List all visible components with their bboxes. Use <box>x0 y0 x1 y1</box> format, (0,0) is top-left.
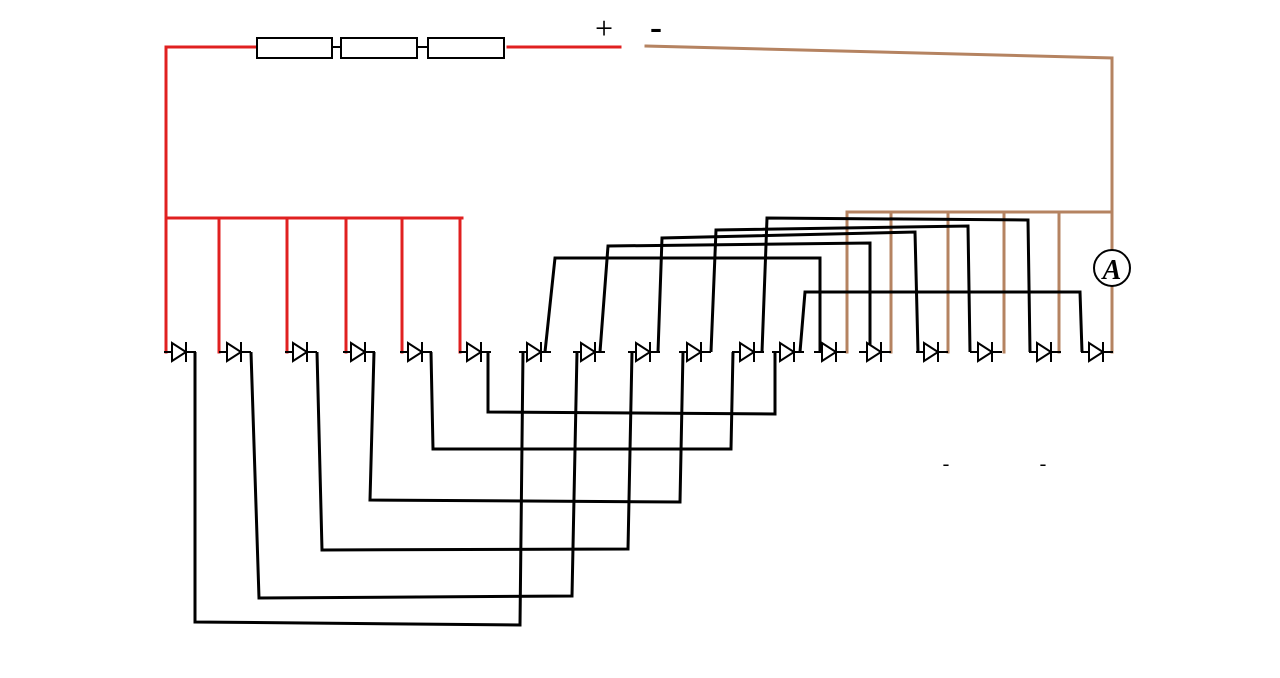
diode-icon <box>400 341 432 363</box>
upper-link-wiring <box>543 216 1084 353</box>
diode-icon <box>916 341 948 363</box>
diode-icon <box>573 341 605 363</box>
diode-icon <box>679 341 711 363</box>
diode-icon <box>219 341 251 363</box>
diode-icon <box>519 341 551 363</box>
ammeter-icon <box>1093 249 1131 287</box>
resistor-icon <box>340 37 418 59</box>
ammeter: A <box>1093 249 1131 287</box>
diode-icon <box>732 341 764 363</box>
diode-icon <box>164 341 196 363</box>
plus-terminal-label: + <box>595 10 613 46</box>
resistor-icon <box>256 37 333 59</box>
ammeter-label: A <box>1101 255 1122 286</box>
minus-mark-1: - <box>943 453 950 475</box>
diode-icon <box>970 341 1002 363</box>
minus-mark-2: - <box>1040 453 1047 475</box>
diode-icon <box>628 341 660 363</box>
resistor-icon <box>427 37 505 59</box>
diode-icon <box>1029 341 1061 363</box>
diode-icon <box>285 341 317 363</box>
diode-icon <box>1081 341 1113 363</box>
negative-wiring <box>644 44 1114 354</box>
diode-icon <box>459 341 491 363</box>
diode-icon <box>814 341 846 363</box>
diode-icon <box>859 341 891 363</box>
led-array <box>164 341 1113 363</box>
lower-link-wiring <box>193 351 777 627</box>
resistor-chain <box>256 37 505 59</box>
diode-icon <box>772 341 804 363</box>
positive-wiring <box>164 45 622 354</box>
minus-terminal-label: - <box>650 7 662 47</box>
diode-icon <box>343 341 375 363</box>
